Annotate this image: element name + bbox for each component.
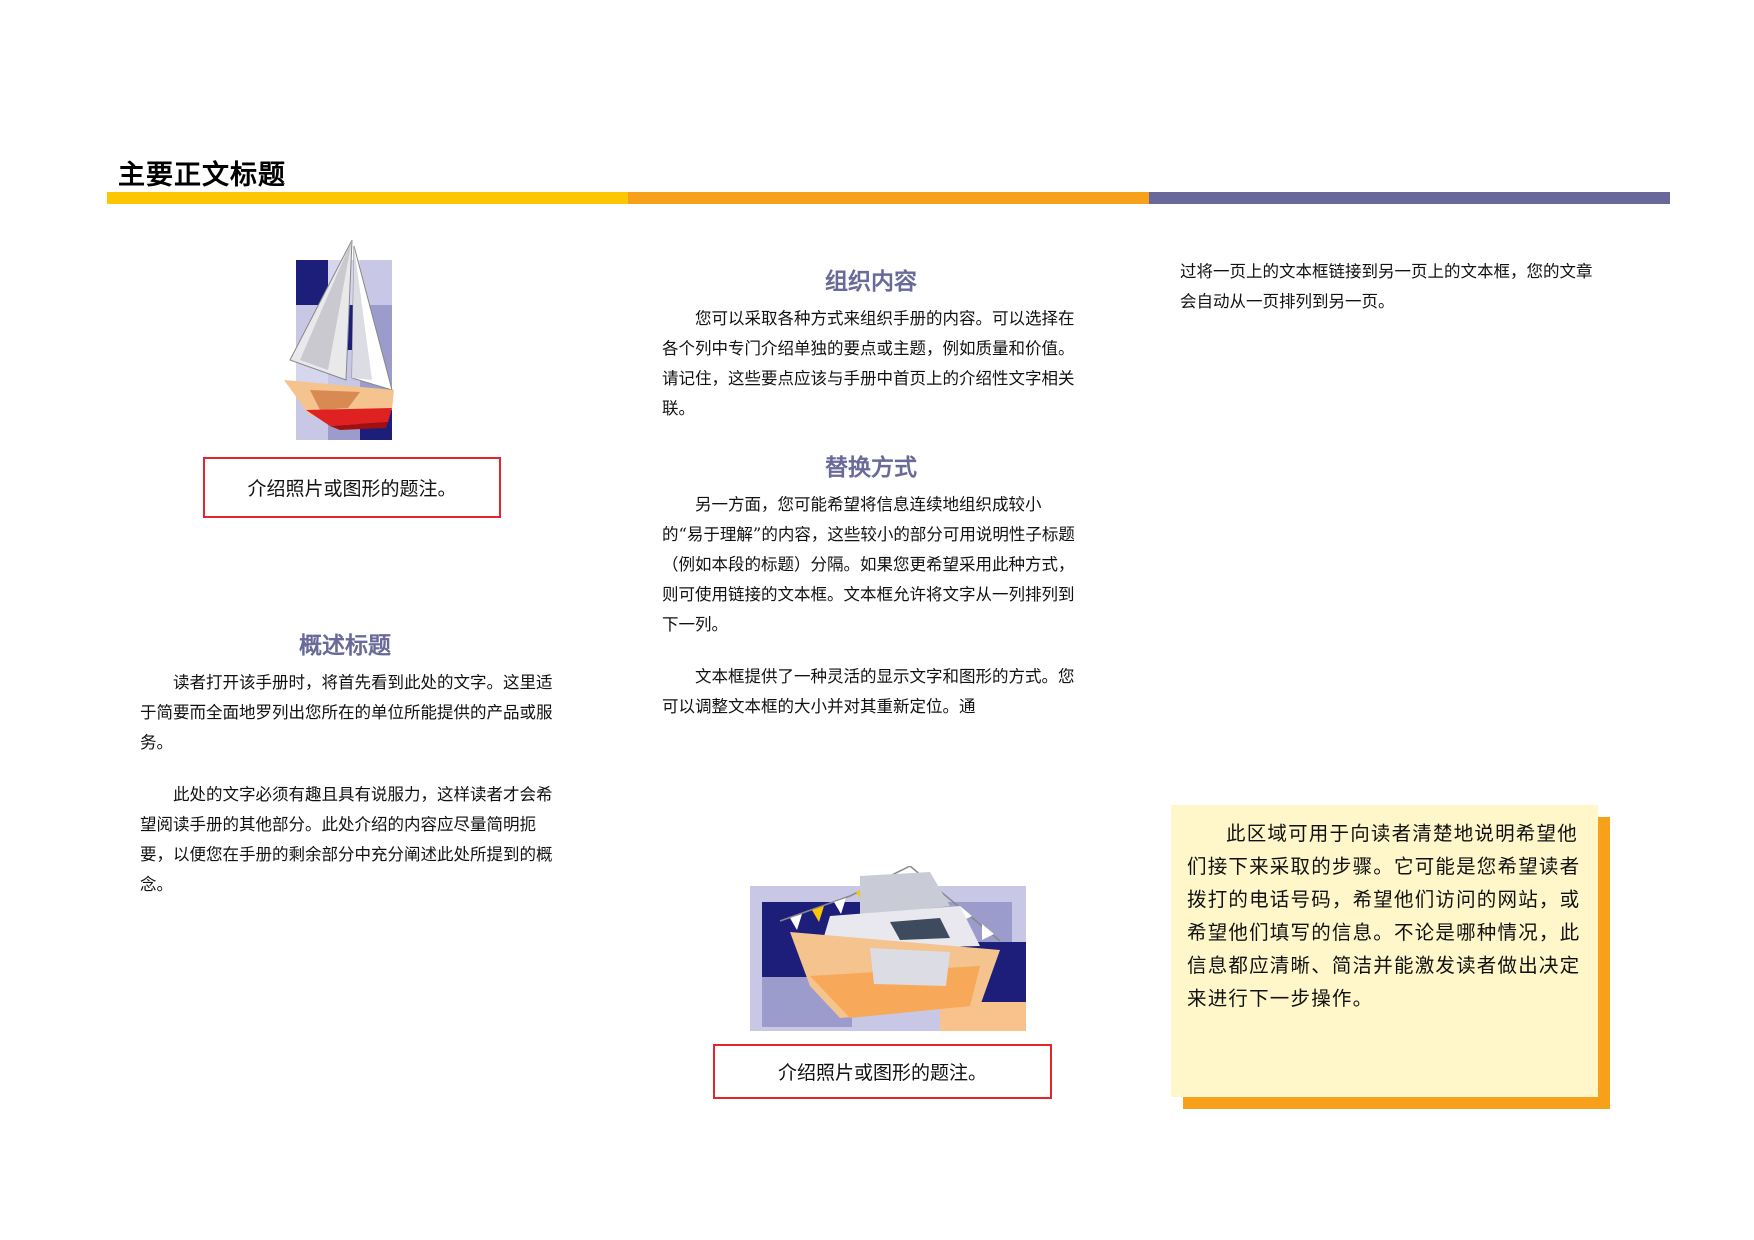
motorboat-caption: 介绍照片或图形的题注。 [713,1044,1052,1099]
continuation-paragraph: 过将一页上的文本框链接到另一页上的文本框，您的文章会自动从一页排列到另一页。 [1180,262,1593,311]
title-rule-purple [1149,192,1670,204]
continuation-text: 过将一页上的文本框链接到另一页上的文本框，您的文章会自动从一页排列到另一页。 [1180,257,1600,339]
overview-text: 读者打开该手册时，将首先看到此处的文字。这里适于简要而全面地罗列出您所在的单位所… [140,668,554,922]
alternative-heading: 替换方式 [825,455,917,481]
title-rule-orange [628,192,1149,204]
alternative-text: 另一方面，您可能希望将信息连续地组织成较小的“易于理解”的内容，这些较小的部分可… [662,490,1082,744]
motorboat-image [750,865,1026,1031]
sailboat-caption: 介绍照片或图形的题注。 [203,457,501,518]
sailboat-image [270,239,410,442]
callout-box: 此区域可用于向读者清楚地说明希望他们接下来采取的步骤。它可能是您希望读者拨打的电… [1171,805,1598,1097]
motorboat-clipart [750,865,1026,1031]
callout-text: 此区域可用于向读者清楚地说明希望他们接下来采取的步骤。它可能是您希望读者拨打的电… [1187,822,1581,1010]
overview-paragraph-1: 读者打开该手册时，将首先看到此处的文字。这里适于简要而全面地罗列出您所在的单位所… [140,673,553,752]
overview-paragraph-2: 此处的文字必须有趣且具有说服力，这样读者才会希望阅读手册的其他部分。此处介绍的内… [140,785,553,894]
alternative-paragraph: 另一方面，您可能希望将信息连续地组织成较小的“易于理解”的内容，这些较小的部分可… [662,495,1075,634]
organize-text: 您可以采取各种方式来组织手册的内容。可以选择在各个列中专门介绍单独的要点或主题，… [662,304,1082,446]
sailboat-clipart [284,239,394,440]
textbox-paragraph: 文本框提供了一种灵活的显示文字和图形的方式。您可以调整文本框的大小并对其重新定位… [662,667,1075,716]
overview-heading: 概述标题 [299,633,391,659]
page-title: 主要正文标题 [118,160,286,191]
organize-heading: 组织内容 [825,269,917,295]
organize-paragraph: 您可以采取各种方式来组织手册的内容。可以选择在各个列中专门介绍单独的要点或主题，… [662,309,1075,418]
title-rule-yellow [107,192,628,204]
